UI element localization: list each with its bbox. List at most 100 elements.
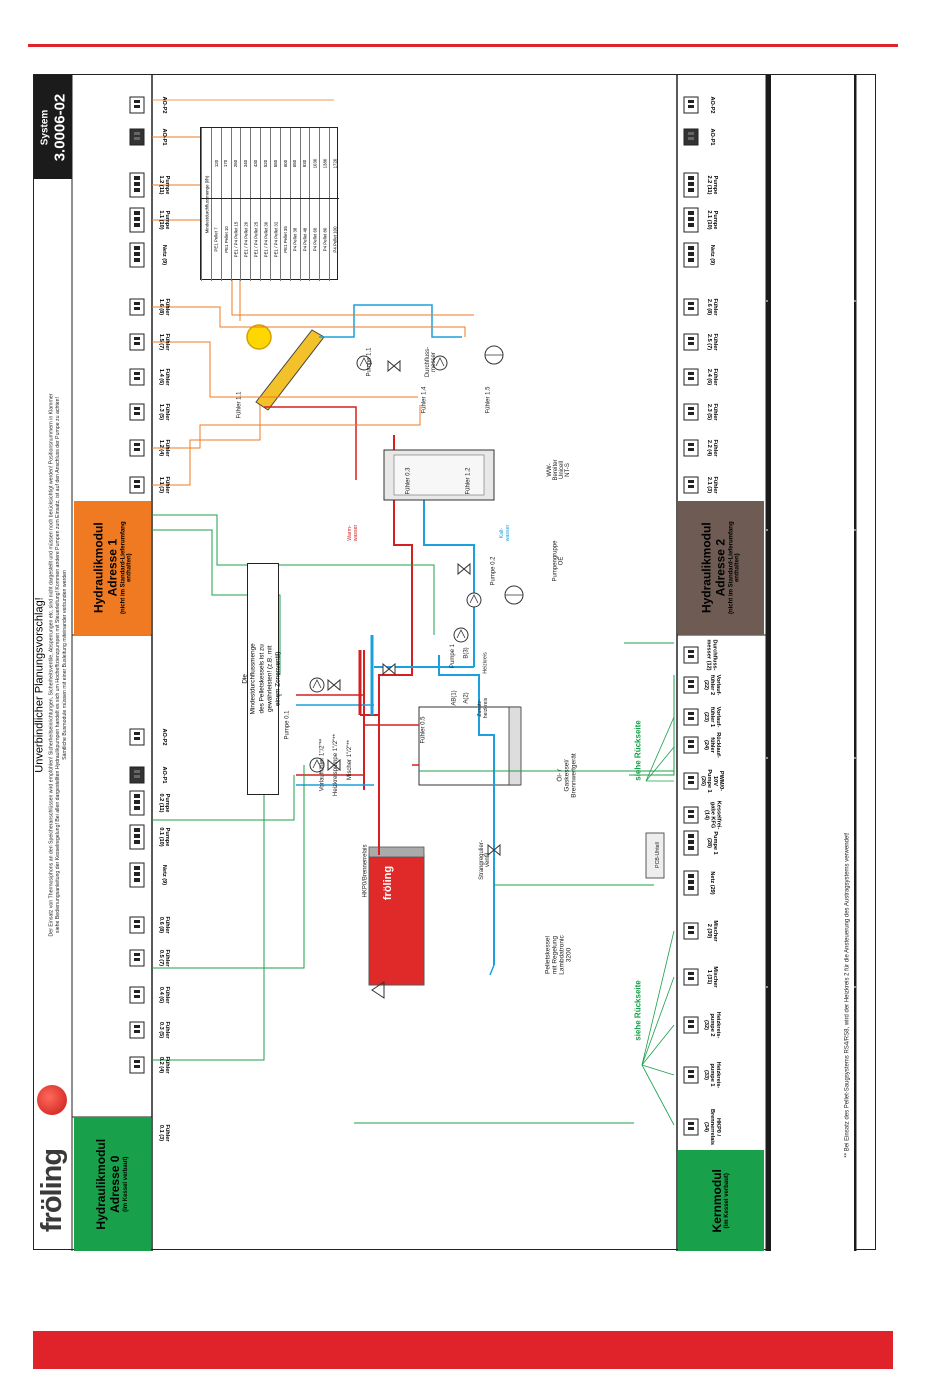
boiler-safety-valve-icon — [371, 981, 385, 999]
min-flow-table-value-4-text: 430 — [253, 159, 259, 167]
boiler-caption-box: Pelletskessel mit Regelung Lambdatronic … — [545, 865, 573, 1045]
core-connector-6-pin — [688, 834, 694, 838]
core-connector-2-pin — [688, 1020, 694, 1023]
pcb-label-box: PCB-Uhtell — [651, 835, 665, 875]
return-pipe-main — [438, 655, 495, 965]
min-flow-table-value-5: 520 — [260, 128, 270, 198]
notes-title-box: Unverbindlicher Planungsvorschlag! — [34, 285, 46, 1085]
solar-return — [319, 304, 462, 338]
module-2-note: (nicht im Standard-Lieferumfang enthalte… — [727, 521, 741, 615]
module-2-connector-9-pin — [688, 137, 694, 140]
core-connector-12-pin — [688, 655, 694, 658]
wire-module0-f05 — [152, 765, 305, 969]
module-1-connector-1-pin — [134, 443, 140, 446]
module-0-connector-4 — [129, 949, 145, 967]
module-2-header: Hydraulikmodul Adresse 2 (nicht im Stand… — [678, 501, 764, 635]
module-2-connector-0-pin — [688, 480, 694, 483]
module-0-connector-9 — [129, 766, 145, 784]
storage-tank-inner — [393, 454, 485, 496]
module-2-connector-6-pin — [688, 258, 694, 262]
ab1-label: AB(1) — [452, 690, 458, 706]
module-1-connector-2-pin — [134, 407, 140, 410]
min-flow-table-model-4-text: PE1 / P4 Pellet 25 — [253, 221, 259, 258]
dark-strip-edge — [768, 75, 771, 1251]
f11-label: Fühler 1.1 — [236, 391, 243, 419]
module-1-connector-9 — [129, 128, 145, 146]
module-1-connector-7 — [129, 207, 145, 233]
min-flow-table-value-6-text: 550 — [272, 159, 278, 167]
core-connector-0 — [683, 1118, 699, 1136]
footnote: ** Bei Einsatz des Pellet-Saugsystems RS… — [845, 832, 851, 1158]
f03-label-box: Fühler 0.3 — [402, 457, 414, 505]
valve-pg-icon — [457, 562, 471, 576]
module-1-connector-8-pin — [134, 182, 140, 186]
heizkreis-label-box: Heizkreispumpe 1"/2"** — [330, 715, 342, 815]
min-flow-table-model-3: PE1 / P4 Pellet 20 — [240, 198, 250, 281]
core-connector-3-pin — [688, 972, 694, 975]
flowmeter-icon — [432, 355, 448, 371]
core-terminal-label-0: HKP0 / Brennerrelais (34) — [703, 1108, 721, 1146]
core-terminal-12: Durchfluss-messer (12) — [700, 625, 724, 685]
min-flow-table-model-9: P4 Pellet 48 — [299, 198, 310, 281]
module-0-header: Hydraulikmodul Adresse 0 (im Kessel verb… — [74, 1117, 151, 1251]
module-0-terminal-0: Fühler 0.1 (3) — [152, 1103, 176, 1163]
min-flow-table-value-2-text: 260 — [233, 159, 239, 167]
min-flow-table-model-6: PE1 / P4 Pellet 32 — [270, 198, 280, 281]
core-connector-12-pin — [688, 650, 694, 653]
wire-siehe-1-4 — [641, 930, 675, 1066]
module-2-connector-10-pin — [688, 105, 694, 108]
pump1-label: Pumpe 1 — [450, 643, 457, 669]
heizkreis-r-label-box: Heizkreis — [481, 643, 491, 683]
pump-1-icon — [453, 627, 469, 643]
min-flow-table-value-0-text: 120 — [213, 159, 219, 167]
footnote-box: ** Bei Einsatz des Pellet-Saugsystems RS… — [842, 745, 854, 1245]
module-1-connector-2 — [129, 403, 145, 421]
module-0-connector-1-pin — [134, 1065, 140, 1068]
module-2-connector-4-pin — [688, 342, 694, 345]
notes-title: Unverbindlicher Planungsvorschlag! — [34, 597, 47, 773]
mischer-label-box: Mischer 1"/2"** — [344, 715, 356, 805]
pump-0-1b-icon-arrow — [312, 679, 322, 689]
wire-module1-f11 — [152, 529, 281, 675]
module-1-connector-4 — [129, 333, 145, 351]
core-connector-4 — [683, 922, 699, 940]
module-0-connector-8-pin — [134, 794, 140, 798]
core-connector-7-pin — [688, 810, 694, 813]
min-flow-table-model-4: PE1 / P4 Pellet 25 — [250, 198, 260, 281]
module-2-connector-7-pin — [688, 223, 694, 227]
pump11-label: Pumpe 1.1 — [367, 347, 373, 377]
notes-line-3: Sämtliche Busmodule müssen mit einer Bus… — [62, 570, 69, 760]
module-0-connector-9-pin — [134, 770, 140, 773]
module-1-connector-10 — [129, 96, 145, 114]
min-flow-table: Mindestdurchflussmenge (l/h)PE1 Pellet 7… — [200, 127, 339, 281]
module-2-connector-5-pin — [688, 302, 694, 305]
module-0-connector-8 — [129, 790, 145, 816]
strang-label: Strangregulier-ventil — [479, 840, 491, 880]
min-flow-table-value-3: 340 — [240, 128, 250, 198]
system-label-box: System — [38, 77, 51, 177]
a2-label-box: A(2) — [462, 685, 472, 711]
f14-label: Fühler 1.4 — [421, 386, 428, 414]
core-terminal-label-1: Heizkreis-pumpe 1 (33) — [703, 1061, 721, 1089]
siehe-label-box-1: siehe Rückseite — [631, 965, 645, 1055]
module-2-connector-3-pin — [688, 372, 694, 375]
wire-siehe-2-1 — [645, 746, 675, 782]
module-2-connector-4-pin — [688, 337, 694, 340]
min-flow-table-value-2: 260 — [230, 128, 241, 198]
module-0-note: (im Kessel verbaut) — [122, 1156, 129, 1212]
module-0-connector-3-pin — [134, 990, 140, 993]
wire-module1-f11-orange — [152, 405, 261, 486]
module-0-connector-8-pin — [134, 800, 140, 804]
module-2-connector-6-pin — [688, 252, 694, 256]
pump-0-2-icon — [466, 592, 482, 608]
flowmeter-icon-arrow — [435, 357, 445, 367]
module-2-address: Adresse 2 — [713, 539, 728, 597]
boiler-caption: Pelletskessel mit Regelung Lambdatronic … — [545, 935, 573, 975]
min-flow-table-value-1-text: 170 — [223, 159, 229, 167]
pump-0-1-icon-arrow — [312, 759, 322, 769]
module-2-connector-6 — [683, 242, 699, 268]
module-2-connector-7-pin — [688, 217, 694, 221]
flow-pipe-heating — [360, 675, 380, 716]
module-2-connector-5 — [683, 298, 699, 316]
module-0-connector-4-pin — [134, 953, 140, 956]
